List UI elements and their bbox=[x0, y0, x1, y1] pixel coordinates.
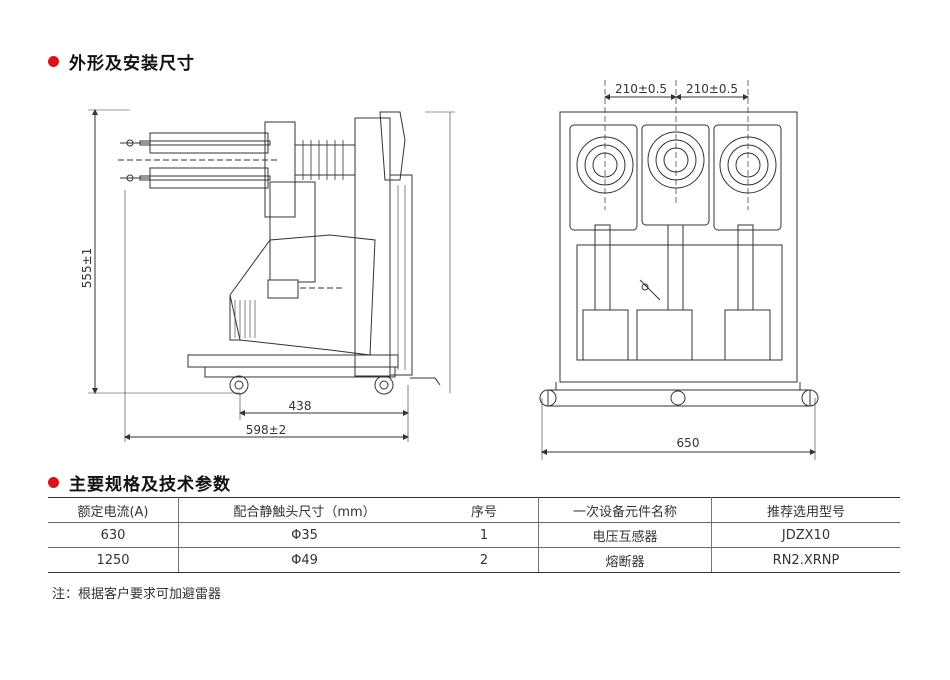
section-title-specs: 主要规格及技术参数 bbox=[48, 470, 231, 495]
table-header-row: 额定电流(A) 配合静触头尺寸（mm） bbox=[48, 497, 430, 523]
table-cell: 1 bbox=[430, 522, 539, 548]
rated-current-table: 额定电流(A) 配合静触头尺寸（mm） 630 Φ35 1250 Φ49 bbox=[48, 497, 430, 573]
dim-width-label: 650 bbox=[677, 436, 700, 450]
dim-depth-inner-label: 438 bbox=[289, 399, 312, 413]
table-header-cell: 序号 bbox=[430, 497, 539, 523]
table-cell: 1250 bbox=[48, 547, 179, 573]
table-cell: 熔断器 bbox=[538, 547, 712, 573]
table-header-cell: 推荐选用型号 bbox=[711, 497, 900, 523]
section-title-text: 主要规格及技术参数 bbox=[69, 475, 231, 495]
table-row: 1 电压互感器 JDZX10 bbox=[430, 522, 900, 548]
table-cell: 630 bbox=[48, 522, 179, 548]
table-cell: JDZX10 bbox=[711, 522, 900, 548]
dim-depth-outer-label: 598±2 bbox=[246, 423, 287, 437]
side-view-drawing bbox=[88, 109, 455, 442]
table-header-cell: 配合静触头尺寸（mm） bbox=[178, 497, 430, 523]
section-title-dimensions: 外形及安装尺寸 bbox=[48, 49, 195, 74]
section-title-text: 外形及安装尺寸 bbox=[69, 54, 195, 74]
dim-pitch-1-label: 210±0.5 bbox=[615, 82, 667, 96]
red-bullet-icon bbox=[48, 56, 59, 67]
table-header-row: 序号 一次设备元件名称 推荐选用型号 bbox=[430, 497, 900, 523]
table-cell: RN2.XRNP bbox=[711, 547, 900, 573]
footnote: 注：根据客户要求可加避雷器 bbox=[52, 587, 222, 602]
table-header-cell: 一次设备元件名称 bbox=[538, 497, 712, 523]
table-header-cell: 额定电流(A) bbox=[48, 497, 179, 523]
table-cell: Φ35 bbox=[178, 522, 430, 548]
table-cell: Φ49 bbox=[178, 547, 430, 573]
dim-pitch-2-label: 210±0.5 bbox=[686, 82, 738, 96]
technical-drawing: 555±1 438 598±2 bbox=[80, 80, 819, 460]
dim-height-label: 555±1 bbox=[80, 248, 94, 289]
component-table: 序号 一次设备元件名称 推荐选用型号 1 电压互感器 JDZX10 2 熔断器 … bbox=[430, 497, 900, 573]
table-cell: 2 bbox=[430, 547, 539, 573]
table-row: 2 熔断器 RN2.XRNP bbox=[430, 547, 900, 573]
table-cell: 电压互感器 bbox=[538, 522, 712, 548]
front-view-drawing bbox=[539, 80, 819, 460]
table-row: 630 Φ35 bbox=[48, 522, 430, 548]
table-row: 1250 Φ49 bbox=[48, 547, 430, 573]
red-bullet-icon bbox=[48, 477, 59, 488]
